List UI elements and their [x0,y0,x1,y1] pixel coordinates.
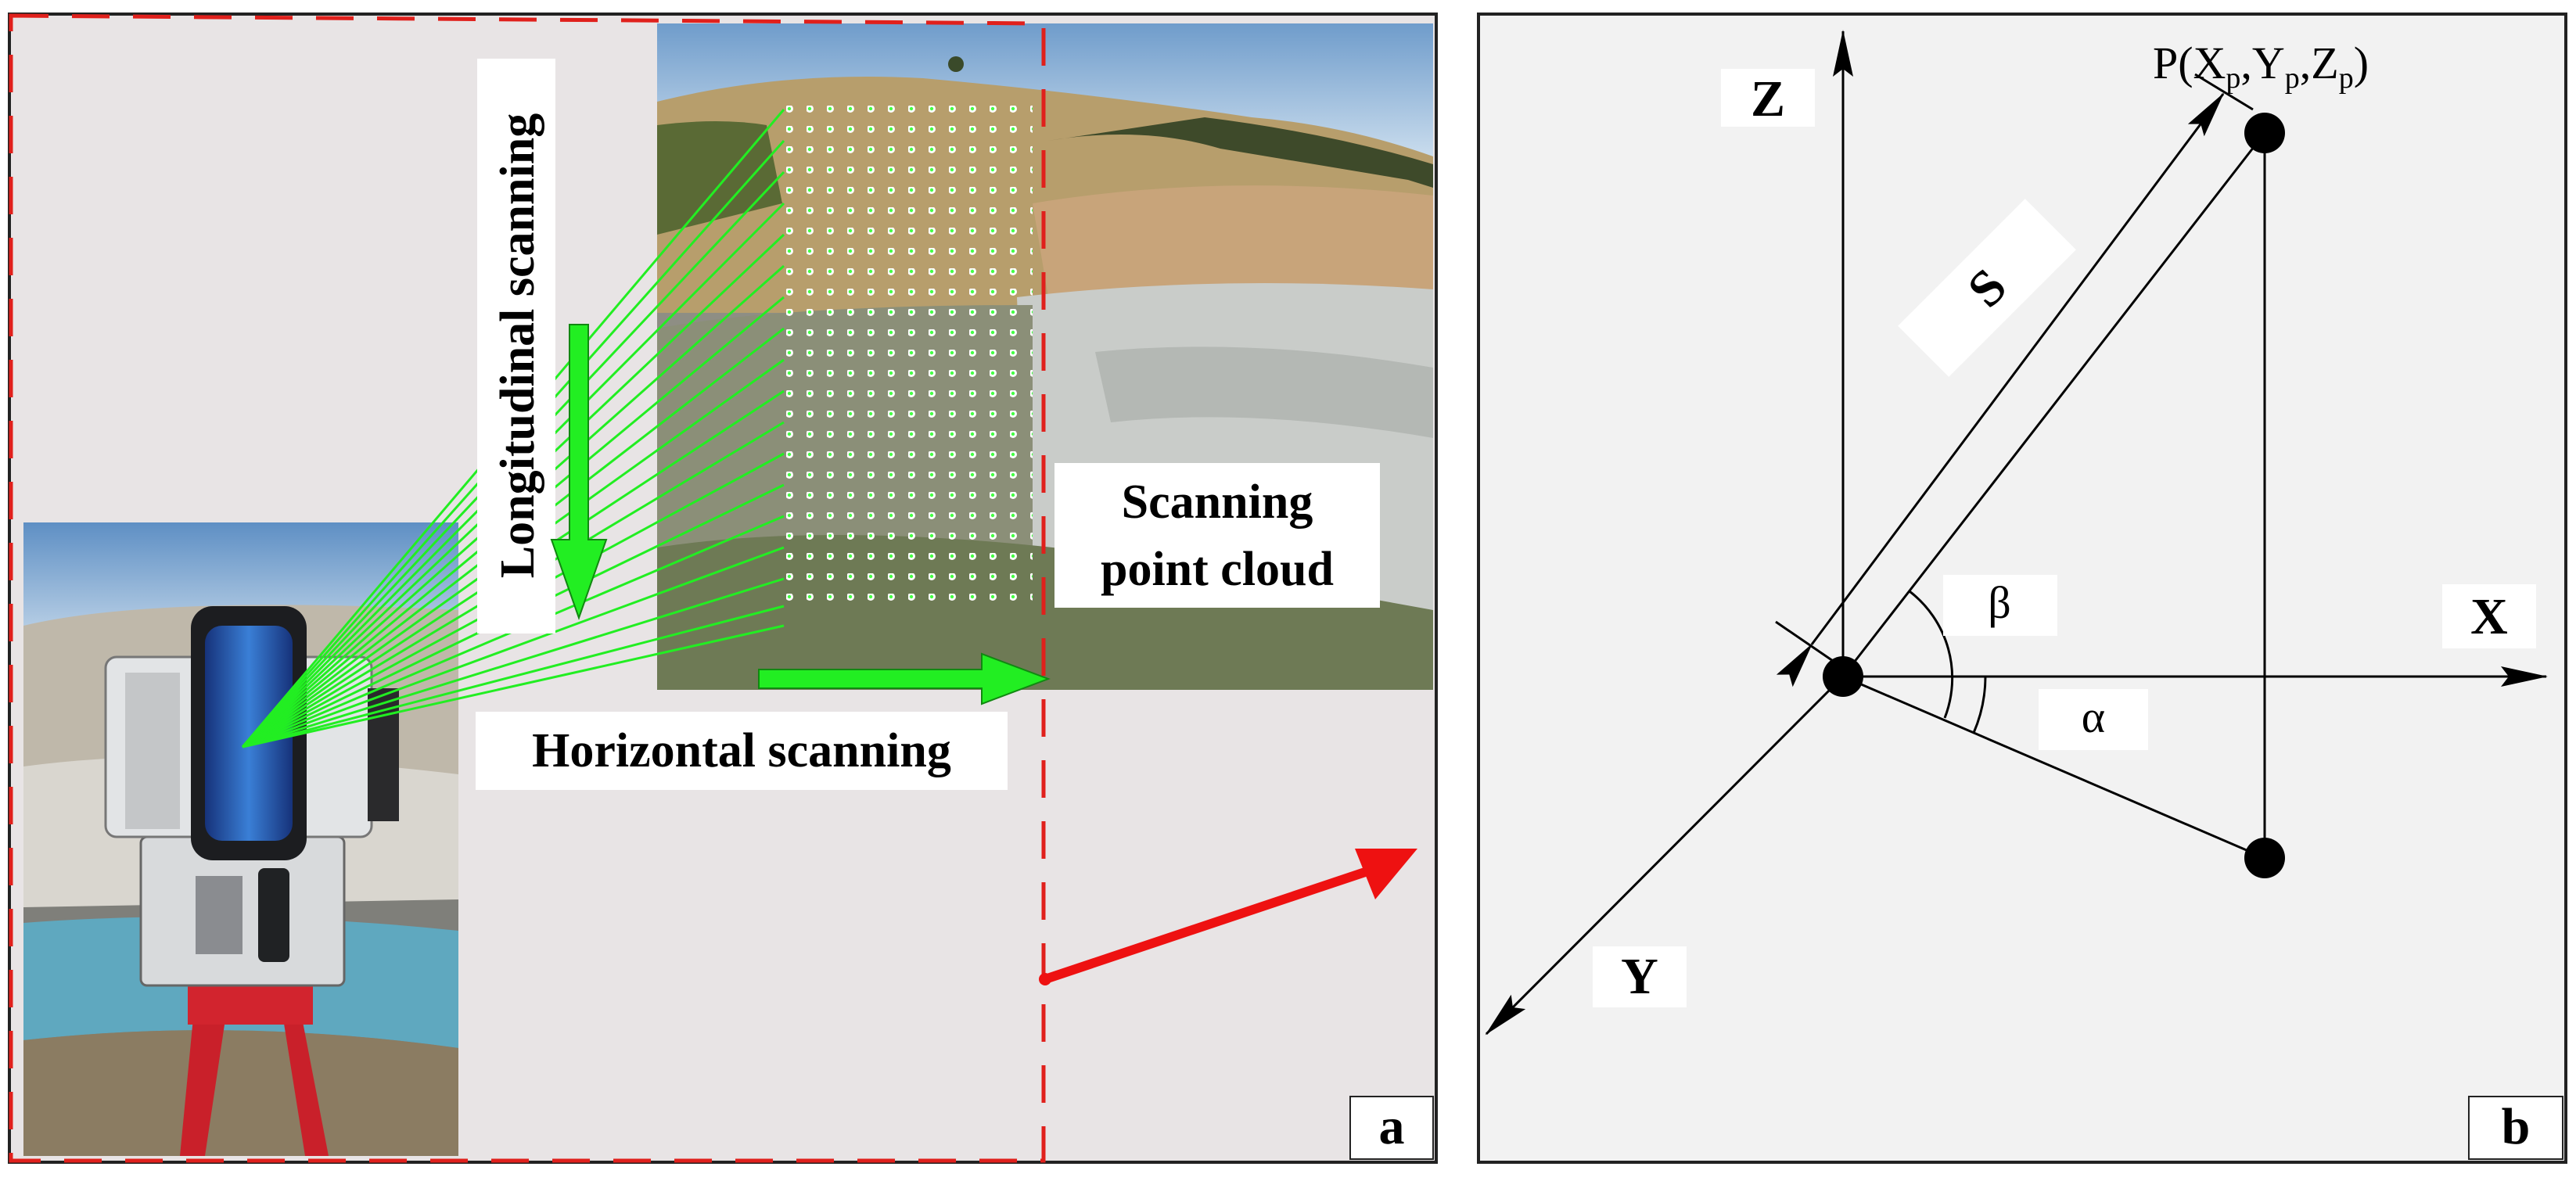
panel-a-frame [8,13,1438,1164]
longitudinal-arrow [550,324,608,621]
longitudinal-scanning-label: Longitudinal scanning [491,113,544,578]
link-arrow-dot [1039,973,1051,985]
distance-dimension-line [1776,92,2225,687]
x-label-box [2442,584,2536,648]
link-arrow-shaft [1044,863,1378,984]
point-cloud-label-line1: Scanning [1122,476,1313,529]
beta-label-box [1943,575,2057,636]
horizontal-projection [1842,675,2265,860]
panel-a-letter: a [1379,1098,1405,1155]
longitudinal-label-box [477,59,555,634]
panel-b-letter: b [2502,1098,2531,1155]
beta-label: β [1988,577,2011,628]
y-axis [1485,675,1845,1036]
panel-b-letter-box [2468,1096,2563,1160]
beta-arc [1909,590,1954,719]
point-cloud-label-line2: point cloud [1101,543,1334,596]
x-axis-label: X [2470,588,2508,645]
panel-b: Z X Y S β α P(Xp,Yp,Zp) b [1477,13,2567,1164]
horizontal-label-box [476,712,1008,790]
target-point-p [2244,113,2285,153]
point-cloud-label-box [1054,463,1380,608]
point-p-label: P(Xp,Yp,Zp) [2153,38,2369,95]
point-cloud-grid [782,102,1033,610]
red-dashed-outline [9,13,1046,1163]
scanner-photo [23,522,458,1156]
distance-label-group: S [1898,199,2076,377]
dimension-tick-upper [2194,73,2254,111]
alpha-label-box [2039,689,2148,750]
z-label-box [1721,69,1815,127]
horizontal-scanning-label: Horizontal scanning [532,724,951,777]
link-arrow-head [1355,849,1417,899]
y-axis-label: Y [1621,948,1658,1005]
projected-point [2244,838,2285,878]
alpha-arc [1972,676,1987,734]
horizontal-arrow [758,652,1051,705]
y-label-box [1593,946,1687,1007]
distance-label-box [1898,199,2076,377]
panel-a-letter-box [1349,1096,1434,1160]
alpha-label: α [2082,691,2105,742]
z-axis-label: Z [1751,70,1785,127]
origin-point [1823,656,1863,697]
panel-a: Longitudinal scanning Horizontal scannin… [8,13,1438,1164]
